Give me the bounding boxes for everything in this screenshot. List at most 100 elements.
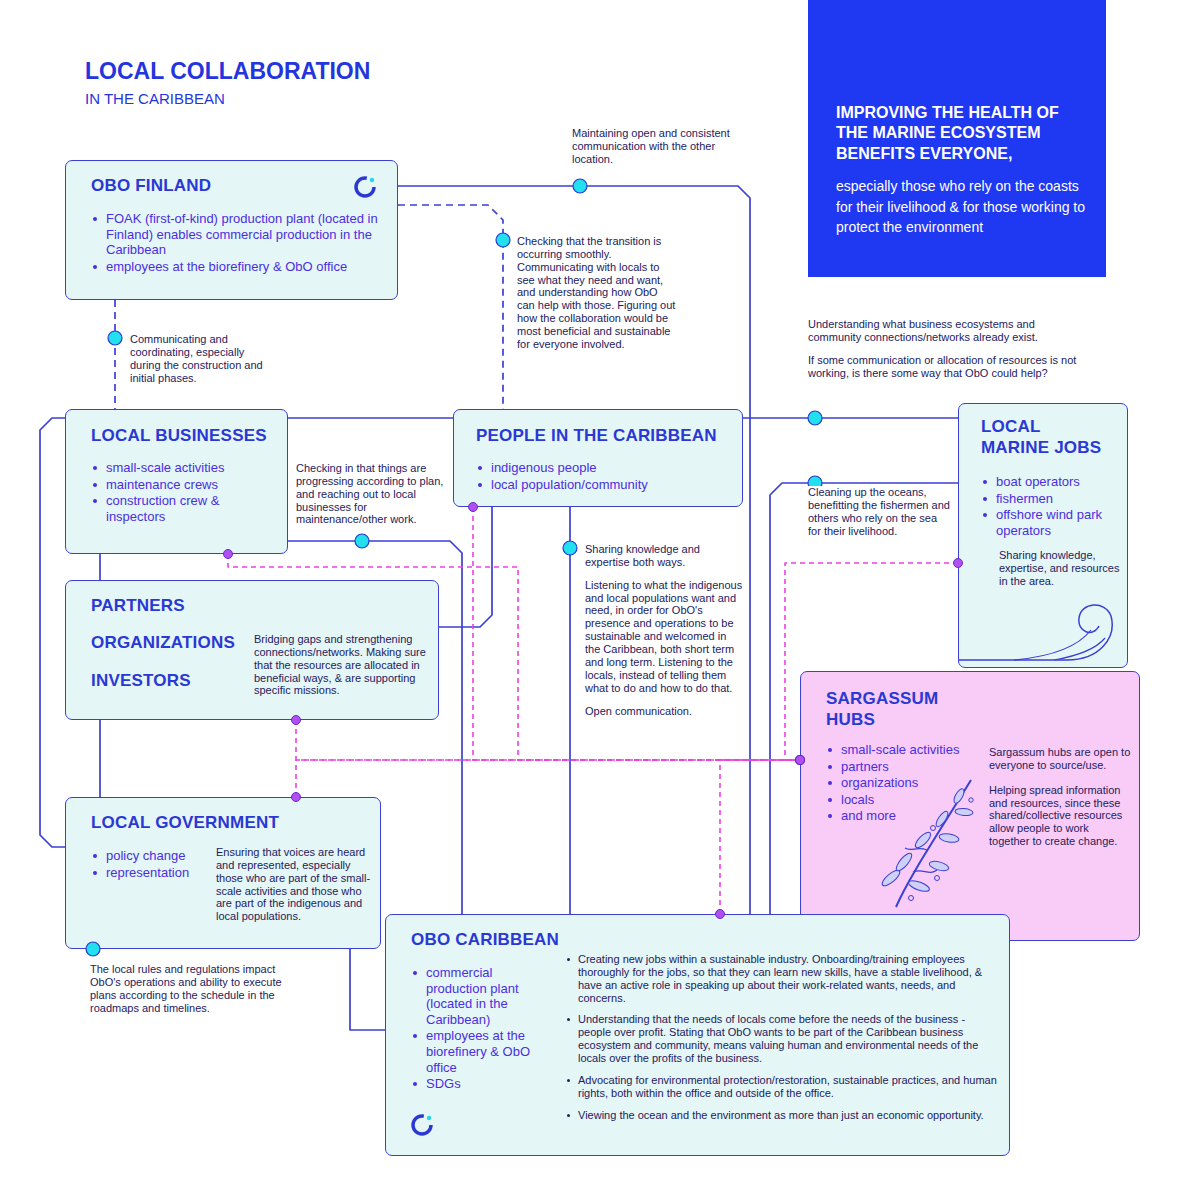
wave-line <box>1054 638 1105 660</box>
body-text: Sargassum hubs are open to everyone to s… <box>989 746 1131 772</box>
junction-dot <box>796 756 805 765</box>
wave-group <box>959 605 1112 660</box>
bullet-item: employees at the biorefinery & ObO offic… <box>411 1028 551 1075</box>
connector-line <box>99 720 101 797</box>
plant-leaf <box>934 810 950 829</box>
bullet-item: small-scale activities <box>91 460 271 476</box>
box-heading: LOCAL GOVERNMENT <box>91 812 351 833</box>
connector-label: The local rules and regulations impact O… <box>90 963 290 1014</box>
junction-dot <box>796 756 805 765</box>
text-column: LOCAL BUSINESSES <box>91 425 281 446</box>
wave-line <box>959 605 1112 660</box>
junction-dot <box>292 716 301 725</box>
obo-logo <box>408 1111 436 1139</box>
connector-label: Cleaning up the oceans, benefitting the … <box>808 486 952 537</box>
text-column: Sharing knowledge, expertise, and resour… <box>999 549 1121 588</box>
text-column: indigenous peoplelocal population/commun… <box>476 460 726 493</box>
callout-dot <box>808 411 822 425</box>
text-column: small-scale activitiespartnersorganizati… <box>826 742 981 825</box>
connector-label: Sharing knowledge and expertise both way… <box>585 543 743 569</box>
bullet-item: FOAK (first-of-kind) production plant (l… <box>91 211 381 258</box>
plant-bladder <box>931 826 936 831</box>
plant-bladder <box>909 896 914 901</box>
stakeholder-box: PEOPLE IN THE CARIBBEAN indigenous people… <box>453 409 743 507</box>
connector-line <box>743 417 958 419</box>
bullet-item: indigenous people <box>476 460 726 476</box>
text-column: commercial production plant (located in … <box>411 965 551 1093</box>
text-column: IMPROVING THE HEALTH OF THE MARINE ECOSY… <box>836 103 1086 237</box>
box-heading: PARTNERS <box>91 595 251 616</box>
connector-line <box>40 418 65 847</box>
hub-box: SARGASSUM HUBS small-scale activitiespart… <box>800 671 1140 941</box>
plant-twig <box>913 870 937 872</box>
bullet-item: fishermen <box>981 491 1121 507</box>
junction-dot <box>796 756 805 765</box>
box-heading: OBO FINLAND <box>91 175 346 196</box>
body-text: Sharing knowledge, expertise, and resour… <box>999 549 1121 588</box>
box-heading: SARGASSUM HUBS <box>826 688 976 731</box>
text-column: OBO FINLAND <box>91 175 346 196</box>
connector-label-wrap: Cleaning up the oceans, benefitting the … <box>808 486 952 537</box>
text-column: Bridging gaps and strengthening connecti… <box>254 633 432 697</box>
stakeholder-box: LOCAL GOVERNMENT policy changerepresentat… <box>65 797 381 949</box>
annotation-text: Open communication. <box>585 705 743 718</box>
plant-leaf <box>913 830 933 850</box>
bullet-item: organizations <box>826 775 981 791</box>
stakeholder-box: LOCAL MARINE JOBSboat operatorsfishermen… <box>958 403 1128 668</box>
panel-text: especially those who rely on the coasts … <box>836 176 1086 237</box>
bullet-item: policy change <box>91 848 216 864</box>
stakeholder-box: LOCAL BUSINESSES small-scale activitiesma… <box>65 409 288 554</box>
connector-label: Maintaining open and consistent communic… <box>572 127 732 166</box>
connector-label: Communicating and coordinating, especial… <box>130 333 270 384</box>
junction-dot <box>796 756 805 765</box>
box-heading: ORGANIZATIONS <box>91 632 251 653</box>
title-wrap: LOCAL COLLABORATION <box>85 58 505 86</box>
connector-line <box>99 554 101 580</box>
callout-dot <box>86 942 100 956</box>
connector-label-wrap: The local rules and regulations impact O… <box>90 963 290 1014</box>
connector-label-wrap: Maintaining open and consistent communic… <box>572 127 732 166</box>
box-heading: PEOPLE IN THE CARIBBEAN <box>476 425 736 446</box>
plant-bladder <box>969 798 973 802</box>
junction-dot <box>469 503 478 512</box>
logo-dot <box>370 178 374 182</box>
bullet-item: offshore wind park operators <box>981 507 1121 538</box>
text-column: PEOPLE IN THE CARIBBEAN <box>476 425 736 446</box>
bullet-item: boat operators <box>981 474 1121 490</box>
junction-dot <box>796 756 805 765</box>
callout-dot <box>355 534 369 548</box>
box-heading: INVESTORS <box>91 670 251 691</box>
annotation-text: Listening to what the indigenous and loc… <box>585 579 743 695</box>
connector-label: Checking in that things are progressing … <box>296 462 448 526</box>
connector-label-wrap: Checking that the transition is occurrin… <box>517 235 677 351</box>
connector-label: Checking that the transition is occurrin… <box>517 235 677 351</box>
connector-label: Understanding what business ecosystems a… <box>808 318 1088 344</box>
bullet-item: maintenance crews <box>91 477 271 493</box>
dashed-connector <box>114 300 116 409</box>
junction-dot <box>224 550 233 559</box>
bullet-item: construction crew & inspectors <box>91 493 271 524</box>
bullet-paragraph: Viewing the ocean and the environment as… <box>566 1109 998 1122</box>
junction-dot <box>796 756 805 765</box>
connector-label-wrap: Sharing knowledge and expertise both way… <box>585 543 743 569</box>
body-text: Ensuring that voices are heard and repre… <box>216 846 374 923</box>
annotation-text-wrap: Open communication. <box>585 705 743 718</box>
dashed-pink-connector <box>296 720 800 760</box>
connector-label-wrap: Communicating and coordinating, especial… <box>130 333 270 384</box>
bullet-item: partners <box>826 759 981 775</box>
annotation-text: If some communication or allocation of r… <box>808 354 1088 380</box>
plant-leaf <box>894 851 914 873</box>
plant-leaf <box>938 832 959 843</box>
bullet-item: local population/community <box>476 477 726 493</box>
plant-leaf <box>907 878 930 893</box>
dashed-pink-connector <box>296 760 800 797</box>
message-panel: IMPROVING THE HEALTH OF THE MARINE ECOSY… <box>808 0 1106 277</box>
connector-label-wrap: Checking in that things are progressing … <box>296 462 448 526</box>
bullet-item: employees at the biorefinery & ObO offic… <box>91 259 381 275</box>
box-heading: LOCAL BUSINESSES <box>91 425 281 446</box>
logo-dot <box>427 1116 431 1120</box>
text-column: PARTNERS ORGANIZATIONS INVESTORS <box>91 595 251 691</box>
text-column: Creating new jobs within a sustainable i… <box>566 953 998 1121</box>
bullet-item: representation <box>91 865 216 881</box>
